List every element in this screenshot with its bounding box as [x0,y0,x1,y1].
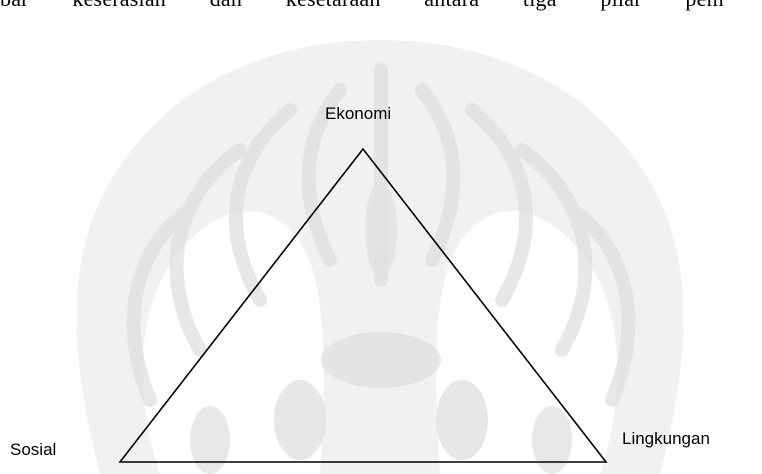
node-label-ekonomi: Ekonomi [325,104,391,124]
node-label-lingkungan: Lingkungan [622,429,710,449]
node-label-sosial: Sosial [10,440,56,460]
